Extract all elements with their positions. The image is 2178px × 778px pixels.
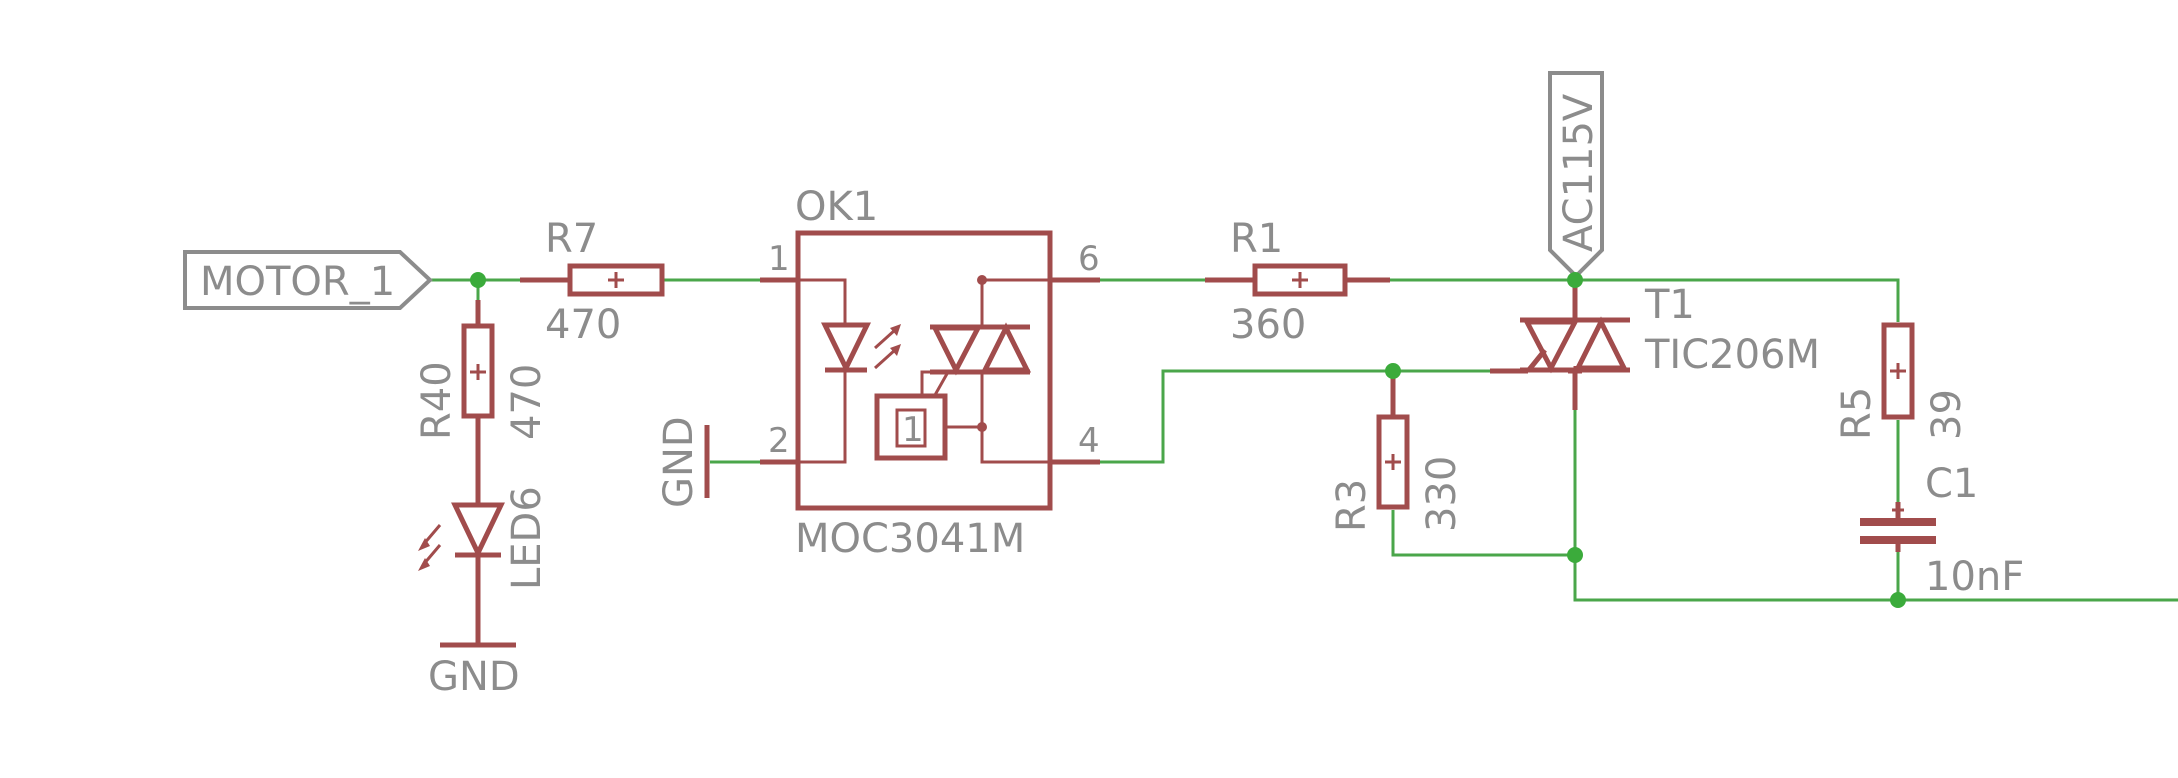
r5-value: 39 bbox=[1924, 389, 1970, 440]
wire-r3-bottom bbox=[1391, 510, 1575, 557]
triac-t1: T1 TIC206M bbox=[1490, 280, 1820, 410]
c1-plate-bottom bbox=[1860, 536, 1936, 544]
led-led6: LED6 bbox=[418, 486, 550, 645]
c1-plate-top bbox=[1860, 518, 1936, 526]
ok1-arrow1-line bbox=[873, 328, 897, 350]
ok1-triac-gate bbox=[933, 371, 950, 396]
resistor-r5: R5 39 bbox=[1834, 322, 1970, 440]
ok1-zc-label: 1 bbox=[902, 410, 924, 450]
t1-part: TIC206M bbox=[1644, 332, 1820, 378]
wire-r1-t1 bbox=[1345, 278, 1900, 322]
ok1-pin4-number: 4 bbox=[1078, 421, 1100, 461]
r1-name: R1 bbox=[1230, 216, 1283, 262]
led6-name: LED6 bbox=[504, 486, 550, 590]
ok1-arrow2-line bbox=[873, 348, 897, 370]
r5-name: R5 bbox=[1834, 387, 1880, 440]
ok1-triac-bottom-wire bbox=[980, 372, 1050, 464]
t1-tri-right bbox=[1573, 316, 1629, 371]
ok1-triac-tri-left bbox=[930, 325, 983, 376]
led6-arrow1-head bbox=[418, 538, 430, 551]
ok1-zc-inner bbox=[895, 408, 927, 448]
ok1-triac-tri-right bbox=[980, 322, 1032, 373]
r1-value: 360 bbox=[1230, 302, 1306, 348]
resistor-r1: R1 360 bbox=[1205, 216, 1390, 348]
capacitor-c1: C1 10nF bbox=[1860, 461, 2024, 600]
led6-triangle bbox=[451, 502, 505, 559]
ground-ok1: GND bbox=[656, 416, 710, 508]
ok1-pin1-number: 1 bbox=[768, 239, 790, 279]
t1-gate-diag bbox=[1526, 348, 1547, 373]
ok1-part: MOC3041M bbox=[795, 516, 1025, 562]
ok1-zc-top-wire bbox=[920, 370, 935, 395]
junction-c1-mt1 bbox=[1890, 592, 1906, 608]
ok1-pin2-number: 2 bbox=[768, 421, 790, 461]
wire-ok1-pin4-gate bbox=[1050, 369, 1490, 464]
motor-port-label: MOTOR_1 bbox=[200, 259, 395, 305]
r7-name: R7 bbox=[545, 216, 598, 262]
ok1-triac-top-wire bbox=[980, 278, 1050, 325]
wire-t1-mt1 bbox=[1573, 410, 2178, 602]
r3-name: R3 bbox=[1329, 479, 1375, 532]
junction-r3-mt1 bbox=[1567, 547, 1583, 563]
junction-ac-t1 bbox=[1567, 272, 1583, 288]
resistor-r7: R7 470 bbox=[520, 216, 665, 348]
ground-led: GND bbox=[428, 642, 520, 700]
ok1-triac-top-node bbox=[977, 275, 987, 285]
motor-port: MOTOR_1 bbox=[183, 250, 433, 310]
motor-port-flag bbox=[183, 250, 433, 310]
c1-name: C1 bbox=[1925, 461, 1978, 507]
led6-arrow2-head bbox=[418, 558, 430, 571]
ac-port: AC115V bbox=[1548, 71, 1604, 279]
junction-gate-r3 bbox=[1385, 363, 1401, 379]
ac-port-label: AC115V bbox=[1556, 93, 1602, 252]
junctions bbox=[470, 272, 1906, 608]
ok1-led-triangle bbox=[820, 322, 872, 374]
ok1-led-wire-top bbox=[798, 278, 847, 325]
junction-motor-r40 bbox=[470, 272, 486, 288]
ac-port-flag bbox=[1548, 71, 1604, 279]
r7-value: 470 bbox=[545, 302, 621, 348]
r7-body bbox=[567, 263, 665, 297]
r5-body bbox=[1881, 322, 1915, 420]
optocoupler-ok1: 1 2 6 4 1 OK1 MOC3041M bbox=[760, 184, 1100, 562]
resistor-r40: R40 470 bbox=[414, 300, 550, 505]
t1-name: T1 bbox=[1644, 282, 1695, 328]
c1-value: 10nF bbox=[1925, 554, 2024, 600]
ok1-led-wire-bottom bbox=[798, 370, 847, 464]
r40-name: R40 bbox=[414, 361, 460, 440]
r3-value: 330 bbox=[1419, 456, 1465, 532]
r3-body bbox=[1376, 414, 1410, 510]
t1-tri-left bbox=[1522, 319, 1580, 374]
ok1-name: OK1 bbox=[795, 184, 878, 230]
ok1-pin6-number: 6 bbox=[1078, 239, 1100, 279]
resistor-r3: R3 330 bbox=[1329, 372, 1465, 532]
ok1-arrow1-head bbox=[890, 324, 901, 336]
ok1-arrow2-head bbox=[890, 344, 901, 356]
ok1-body bbox=[795, 230, 1053, 511]
gnd-ok1-label: GND bbox=[656, 416, 702, 508]
r40-value: 470 bbox=[504, 364, 550, 440]
gnd-led-label: GND bbox=[428, 654, 520, 700]
